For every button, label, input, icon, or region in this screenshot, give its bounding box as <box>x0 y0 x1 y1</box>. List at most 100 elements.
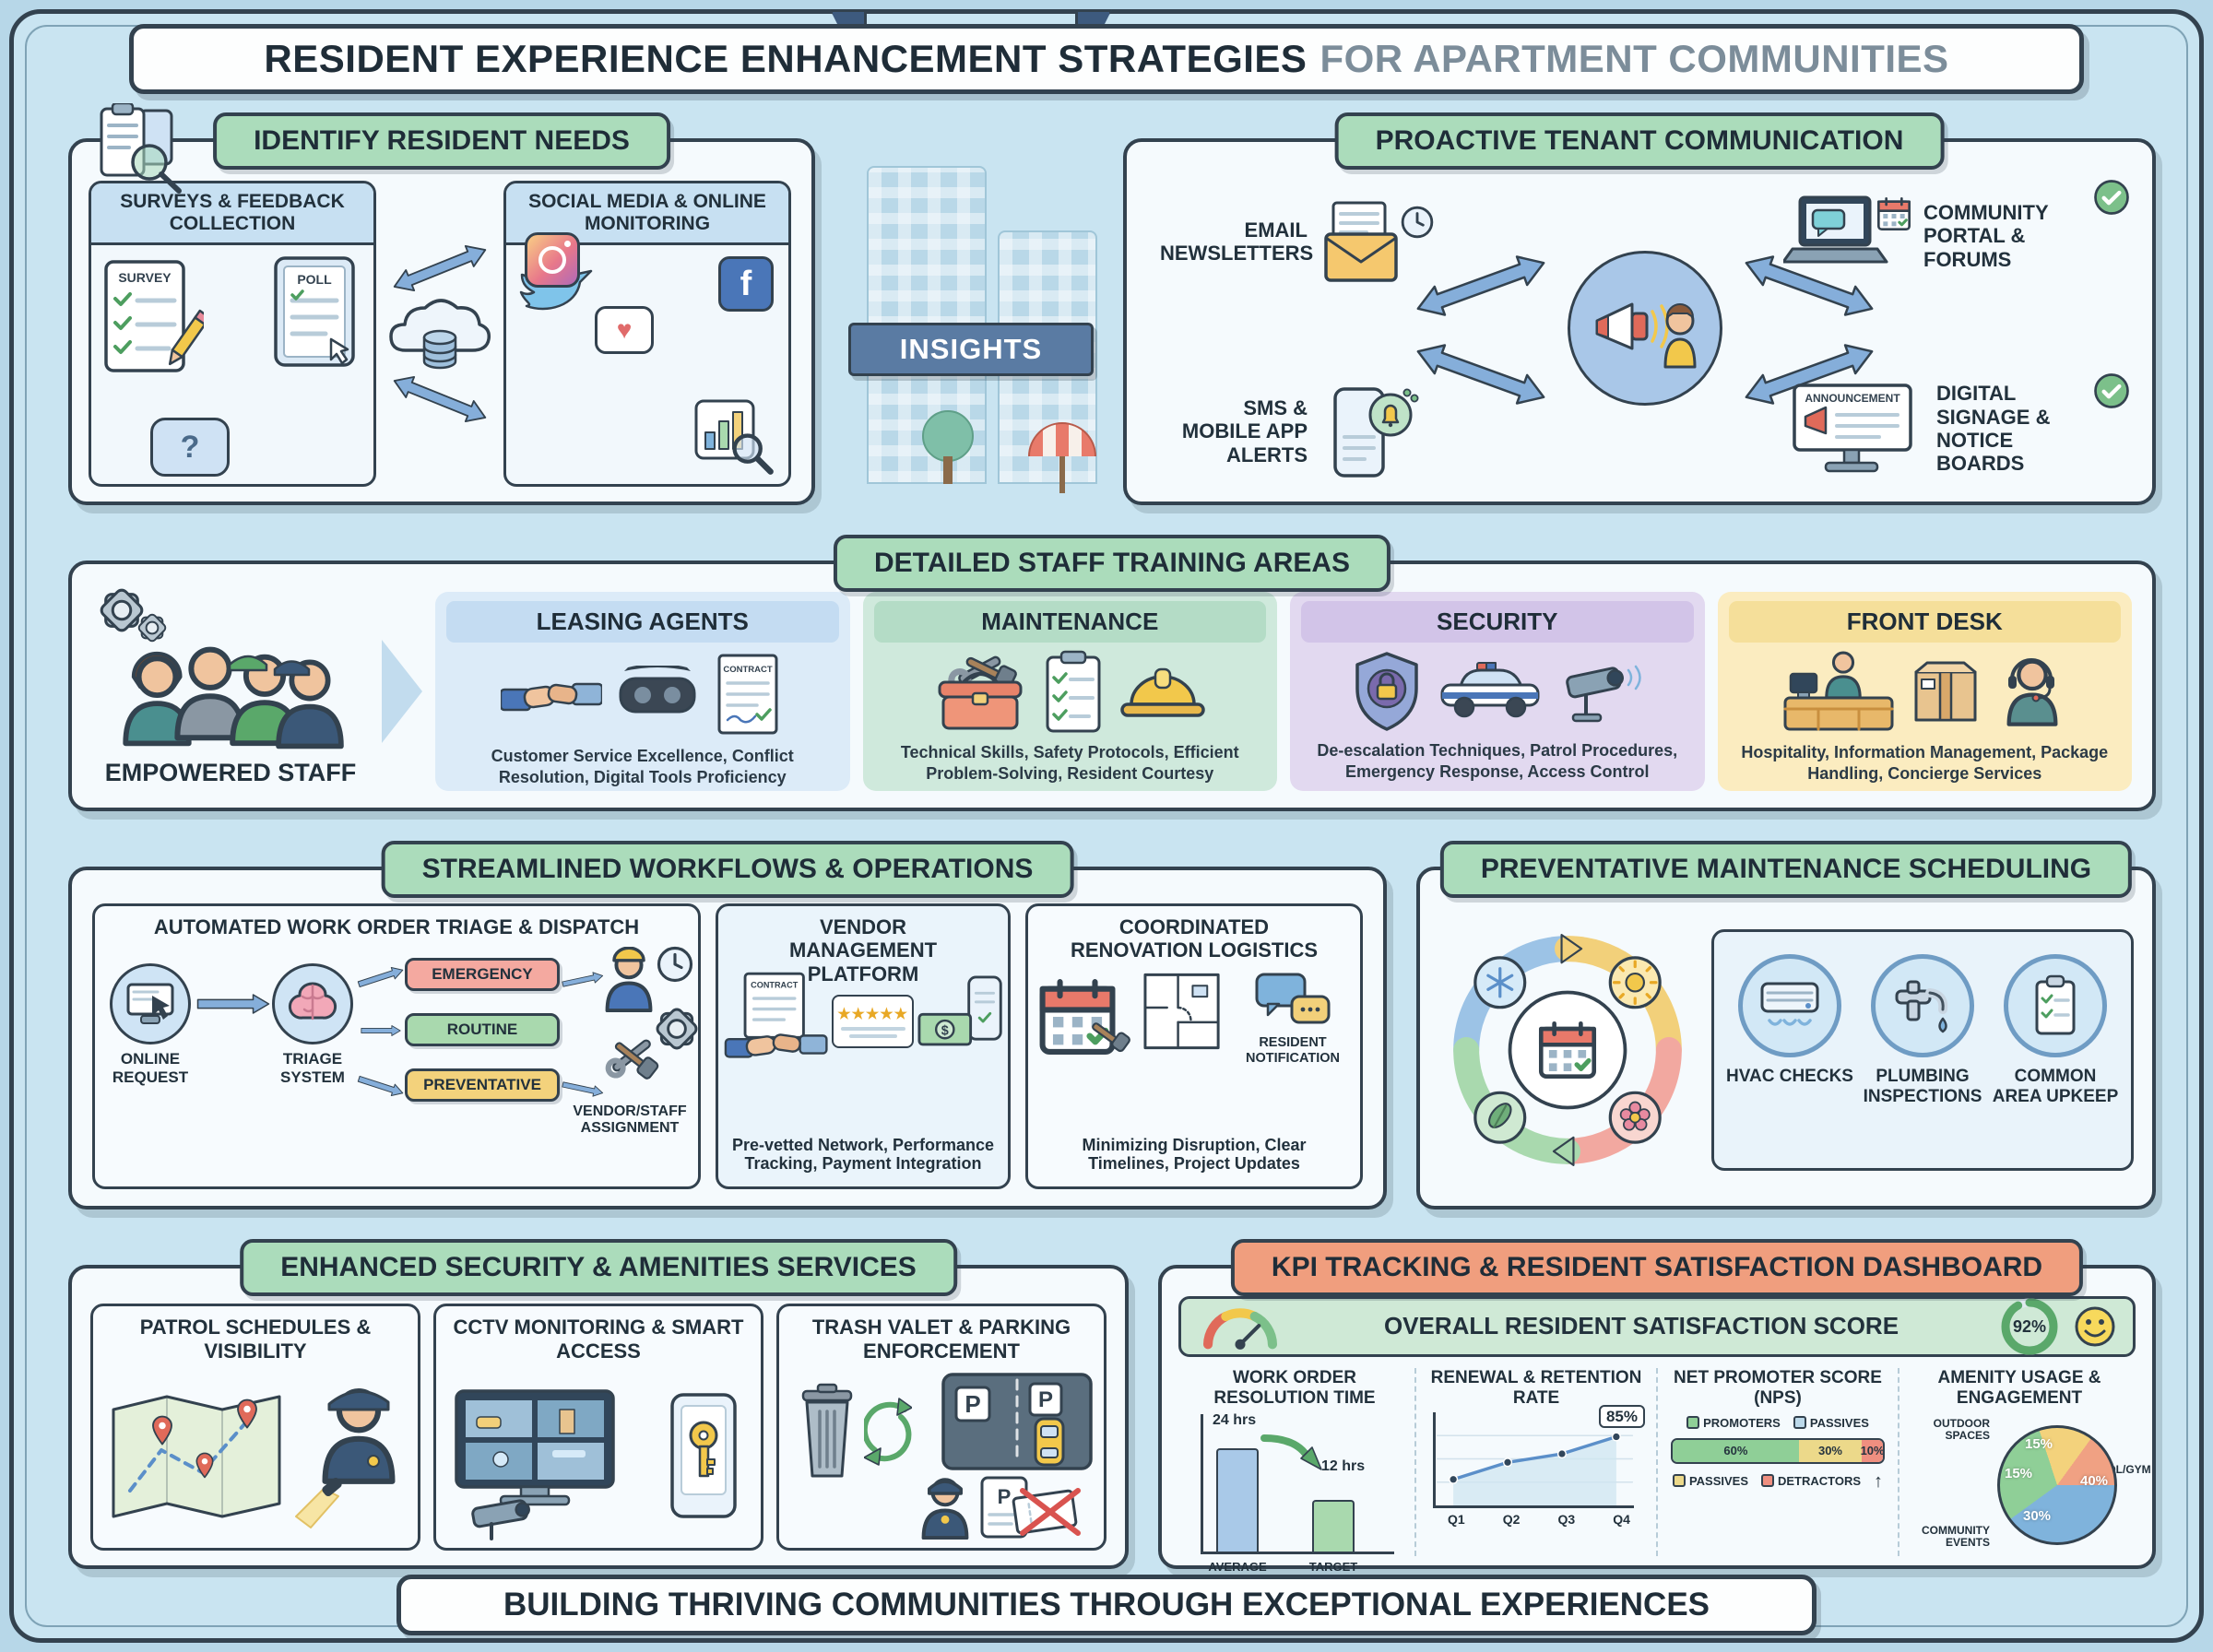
vendor-staff-assignment-label: VENDOR/STAFF ASSIGNMENT <box>573 1103 687 1137</box>
staff-training-header: DETAILED STAFF TRAINING AREAS <box>833 535 1391 592</box>
check-circle-icon <box>2093 179 2130 216</box>
safety-checklist-icon <box>1046 650 1101 733</box>
community-events-label: COMMUNITY EVENTS <box>1922 1523 1990 1549</box>
pie-pct-40: 40% <box>2080 1472 2109 1489</box>
quarter-label: Q3 <box>1557 1511 1576 1527</box>
preventative-maintenance-panel: PREVENTATIVE MAINTENANCE SCHEDULING <box>1416 841 2156 1210</box>
worker-icon <box>600 947 657 1015</box>
maintenance-title: MAINTENANCE <box>873 601 1266 643</box>
satisfaction-score: 92% <box>2012 1316 2047 1336</box>
concierge-headset-icon <box>1995 658 2067 735</box>
svg-text:SURVEY: SURVEY <box>118 270 172 285</box>
renewal-title: RENEWAL & RETENTION RATE <box>1430 1368 1642 1408</box>
work-order-title: WORK ORDER RESOLUTION TIME <box>1213 1368 1376 1408</box>
common-area-icon <box>2004 954 2107 1057</box>
gear-icon <box>136 612 168 643</box>
summer-icon <box>1608 956 1662 1009</box>
branch-arrow-icon <box>361 1021 401 1041</box>
hvac-icon <box>1738 954 1841 1057</box>
workflows-header: STREAMLINED WORKFLOWS & OPERATIONS <box>381 841 1074 898</box>
cctv-camera-small-icon <box>471 1499 530 1540</box>
satisfaction-label: OVERALL RESIDENT SATISFACTION SCORE <box>1383 1312 1899 1340</box>
renewal-peak-value: 85% <box>1598 1404 1645 1429</box>
surveys-feedback-title: SURVEYS & FEEDBACK COLLECTION <box>91 183 373 246</box>
quarter-label: Q1 <box>1448 1511 1465 1527</box>
package-icon <box>1914 661 1977 722</box>
nps-stacked-bar: 60% 30% 10% <box>1671 1437 1885 1464</box>
identify-resident-needs-panel: IDENTIFY RESIDENT NEEDS SURVEYS & FEEDBA… <box>68 112 815 505</box>
nps-legend-detractors: DETRACTORS <box>1761 1474 1861 1489</box>
smart-access-phone-icon <box>670 1393 737 1518</box>
megaphone-person-icon <box>1595 302 1697 369</box>
star-rating-icon: ★★★★★ <box>837 1007 908 1022</box>
workflows-panel: STREAMLINED WORKFLOWS & OPERATIONS AUTOM… <box>68 841 1387 1210</box>
toolbox-icon <box>938 655 1023 730</box>
patrol-car-icon <box>1440 662 1540 718</box>
clock-icon <box>656 945 694 984</box>
sms-alerts-label: SMS & MOBILE APP ALERTS <box>1181 396 1308 466</box>
digital-signage-label: DIGITAL SIGNAGE & NOTICE BOARDS <box>1936 382 2051 476</box>
triage-title: AUTOMATED WORK ORDER TRIAGE & DISPATCH <box>153 915 640 938</box>
triage-system-node <box>272 963 353 1044</box>
kpi-dashboard-header: KPI TRACKING & RESIDENT SATISFACTION DAS… <box>1230 1239 2084 1296</box>
assign-arrow-icon <box>560 1075 605 1102</box>
average-bar <box>1216 1447 1259 1552</box>
triage-system-label: TRIAGE SYSTEM <box>280 1050 345 1086</box>
target-value: 12 hrs <box>1321 1457 1366 1474</box>
triage-brain-icon <box>288 982 337 1021</box>
question-bubble-icon: ? <box>150 418 230 477</box>
front-desk-title: FRONT DESK <box>1728 601 2121 643</box>
sms-mobile-alert-icon <box>1333 387 1419 478</box>
winter-icon <box>1473 956 1527 1009</box>
security-desc: De-escalation Techniques, Patrol Procedu… <box>1317 741 1678 781</box>
renewal-kpi: RENEWAL & RETENTION RATE 85% Q1 Q2 Q3 Q4 <box>1414 1368 1656 1556</box>
empowered-staff-label: EMPOWERED STAFF <box>104 758 357 786</box>
resident-notification-label: RESIDENT NOTIFICATION <box>1245 1035 1341 1066</box>
preventative-pill: PREVENTATIVE <box>405 1068 560 1102</box>
vr-headset-icon <box>619 666 696 714</box>
renovation-calendar-icon <box>1035 971 1130 1067</box>
preventative-maintenance-header: PREVENTATIVE MAINTENANCE SCHEDULING <box>1439 841 2133 898</box>
average-value: 24 hrs <box>1213 1411 1257 1428</box>
common-area-label: COMMON AREA UPKEEP <box>1992 1067 2119 1106</box>
communication-hub <box>1568 251 1722 406</box>
pie-pct-30: 30% <box>2023 1507 2052 1524</box>
email-newsletter-icon <box>1324 201 1437 282</box>
nps-promoters-segment: 60% <box>1673 1439 1799 1462</box>
community-portal-item: COMMUNITY PORTAL & FORUMS <box>1783 190 2082 282</box>
empowered-staff-group: EMPOWERED STAFF <box>92 592 369 791</box>
maintenance-desc: Technical Skills, Safety Protocols, Effi… <box>900 743 1239 783</box>
main-title-banner: RESIDENT EXPERIENCE ENHANCEMENT STRATEGI… <box>129 24 2084 94</box>
nps-title: NET PROMOTER SCORE (NPS) <box>1674 1368 1882 1408</box>
resident-notification-chat-icon <box>1255 973 1331 1024</box>
digital-signage-icon: ANNOUNCEMENT <box>1793 384 1912 473</box>
front-desk-desc: Hospitality, Information Management, Pac… <box>1741 743 2109 783</box>
shield-lock-icon <box>1355 652 1418 731</box>
patrol-title: PATROL SCHEDULES & VISIBILITY <box>139 1316 372 1363</box>
patrol-box: PATROL SCHEDULES & VISIBILITY <box>90 1304 420 1551</box>
social-media-box: SOCIAL MEDIA & ONLINE MONITORING f ♥ <box>503 181 791 487</box>
security-amenities-panel: ENHANCED SECURITY & AMENITIES SERVICES P… <box>68 1239 1129 1569</box>
trash-parking-title: TRASH VALET & PARKING ENFORCEMENT <box>811 1316 1071 1363</box>
front-desk-icon <box>1783 650 1894 731</box>
work-order-kpi: WORK ORDER RESOLUTION TIME 24 hrs 12 hrs… <box>1175 1368 1414 1574</box>
surveys-feedback-box: SURVEYS & FEEDBACK COLLECTION SURVEY POL… <box>89 181 376 487</box>
routine-pill: ROUTINE <box>405 1013 560 1046</box>
cctv-title: CCTV MONITORING & SMART ACCESS <box>453 1316 744 1363</box>
vendor-rating-card: ★★★★★ <box>832 995 914 1048</box>
renovation-title: COORDINATED RENOVATION LOGISTICS <box>1070 915 1319 962</box>
crossed-tools-icon <box>605 1039 659 1080</box>
floorplan-icon <box>1143 973 1220 1050</box>
heart-reaction-bubble-icon: ♥ <box>595 306 654 355</box>
analytics-magnifier-icon <box>694 399 777 477</box>
proactive-tenant-communication-panel: PROACTIVE TENANT COMMUNICATION EMAIL NEW… <box>1123 112 2156 505</box>
quarter-label: Q2 <box>1502 1511 1521 1527</box>
vendor-management-box: VENDOR MANAGEMENT PLATFORM CONTRACT ★★★★… <box>716 903 1011 1189</box>
svg-text:POLL: POLL <box>297 272 332 287</box>
average-label: AVERAGE <box>1208 1559 1267 1574</box>
outdoor-spaces-label: OUTDOOR SPACES <box>1933 1416 1990 1442</box>
vendor-management-desc: Pre-vetted Network, Performance Tracking… <box>731 1135 995 1174</box>
promoters-chip <box>1686 1415 1700 1429</box>
passives-yellow-chip <box>1672 1474 1686 1488</box>
proactive-tenant-communication-header: PROACTIVE TENANT COMMUNICATION <box>1334 112 1945 170</box>
